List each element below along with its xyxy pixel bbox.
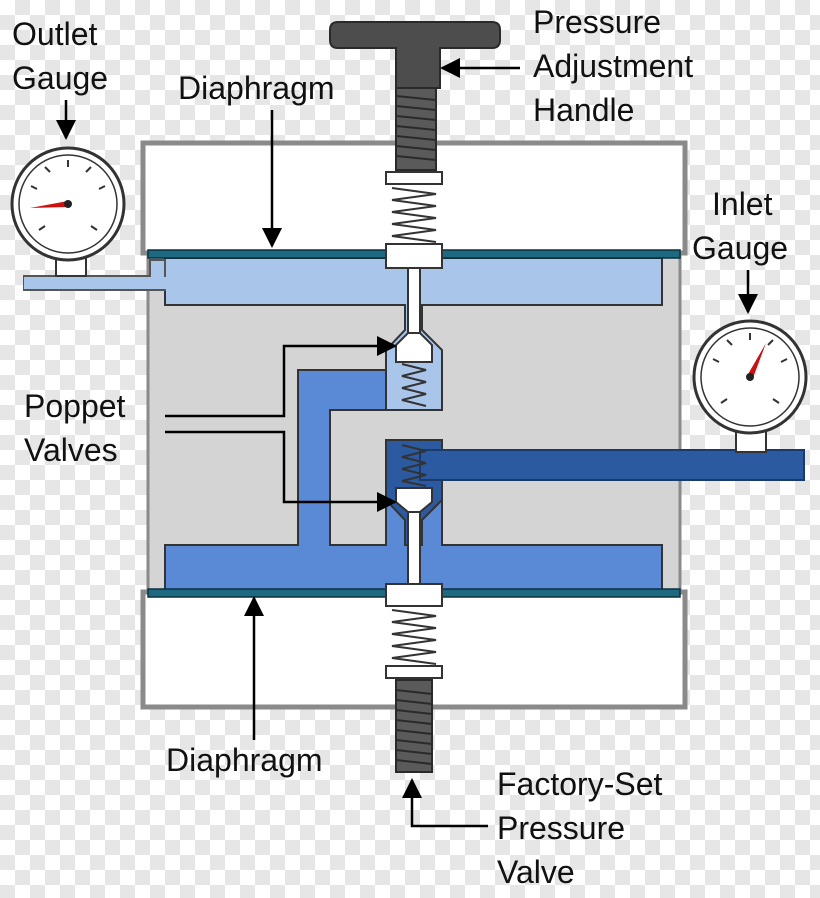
- adjustment-spring-bottom: [391, 609, 437, 665]
- spring-cap-bottom: [385, 665, 443, 679]
- arrow-poppet-upper: [165, 336, 397, 418]
- upper-valve-stem: [407, 264, 421, 336]
- inlet-gauge-icon: [692, 319, 808, 453]
- spring-seat-bottom: [385, 583, 443, 607]
- outlet-gauge-icon: [10, 146, 126, 277]
- lower-valve-stem: [407, 504, 421, 586]
- label-inlet-gauge: Inlet: [712, 186, 773, 222]
- pressure-handle-grip: [329, 21, 501, 89]
- label-factory-set-pressure-valve: Factory-Set Pressure Valve: [497, 766, 663, 890]
- spring-cap-top: [385, 171, 443, 185]
- label-poppet-valves: Poppet Valves: [24, 388, 126, 468]
- label-inlet-gauge-line2: Gauge: [692, 230, 789, 266]
- spring-seat-top: [385, 243, 443, 269]
- label-diaphragm-top: Diaphragm: [178, 70, 335, 106]
- arrow-factory-valve: [402, 778, 488, 828]
- upper-poppet-spring: [401, 363, 427, 407]
- outlet-pipe-fill: [24, 277, 166, 289]
- threaded-rod-bottom: [395, 679, 433, 773]
- adjustment-spring-top: [391, 187, 437, 243]
- thread-lines-bottom: [395, 689, 433, 765]
- arrow-poppet-lower: [165, 430, 397, 512]
- lower-poppet-spring: [401, 444, 427, 487]
- label-diaphragm-bottom: Diaphragm: [166, 742, 323, 778]
- label-pressure-adjustment-handle: Pressure Adjustment Handle: [533, 4, 694, 128]
- inlet-pipe: [419, 449, 805, 481]
- label-outlet-gauge: Outlet Gauge: [12, 16, 109, 96]
- thread-lines-top: [395, 95, 437, 161]
